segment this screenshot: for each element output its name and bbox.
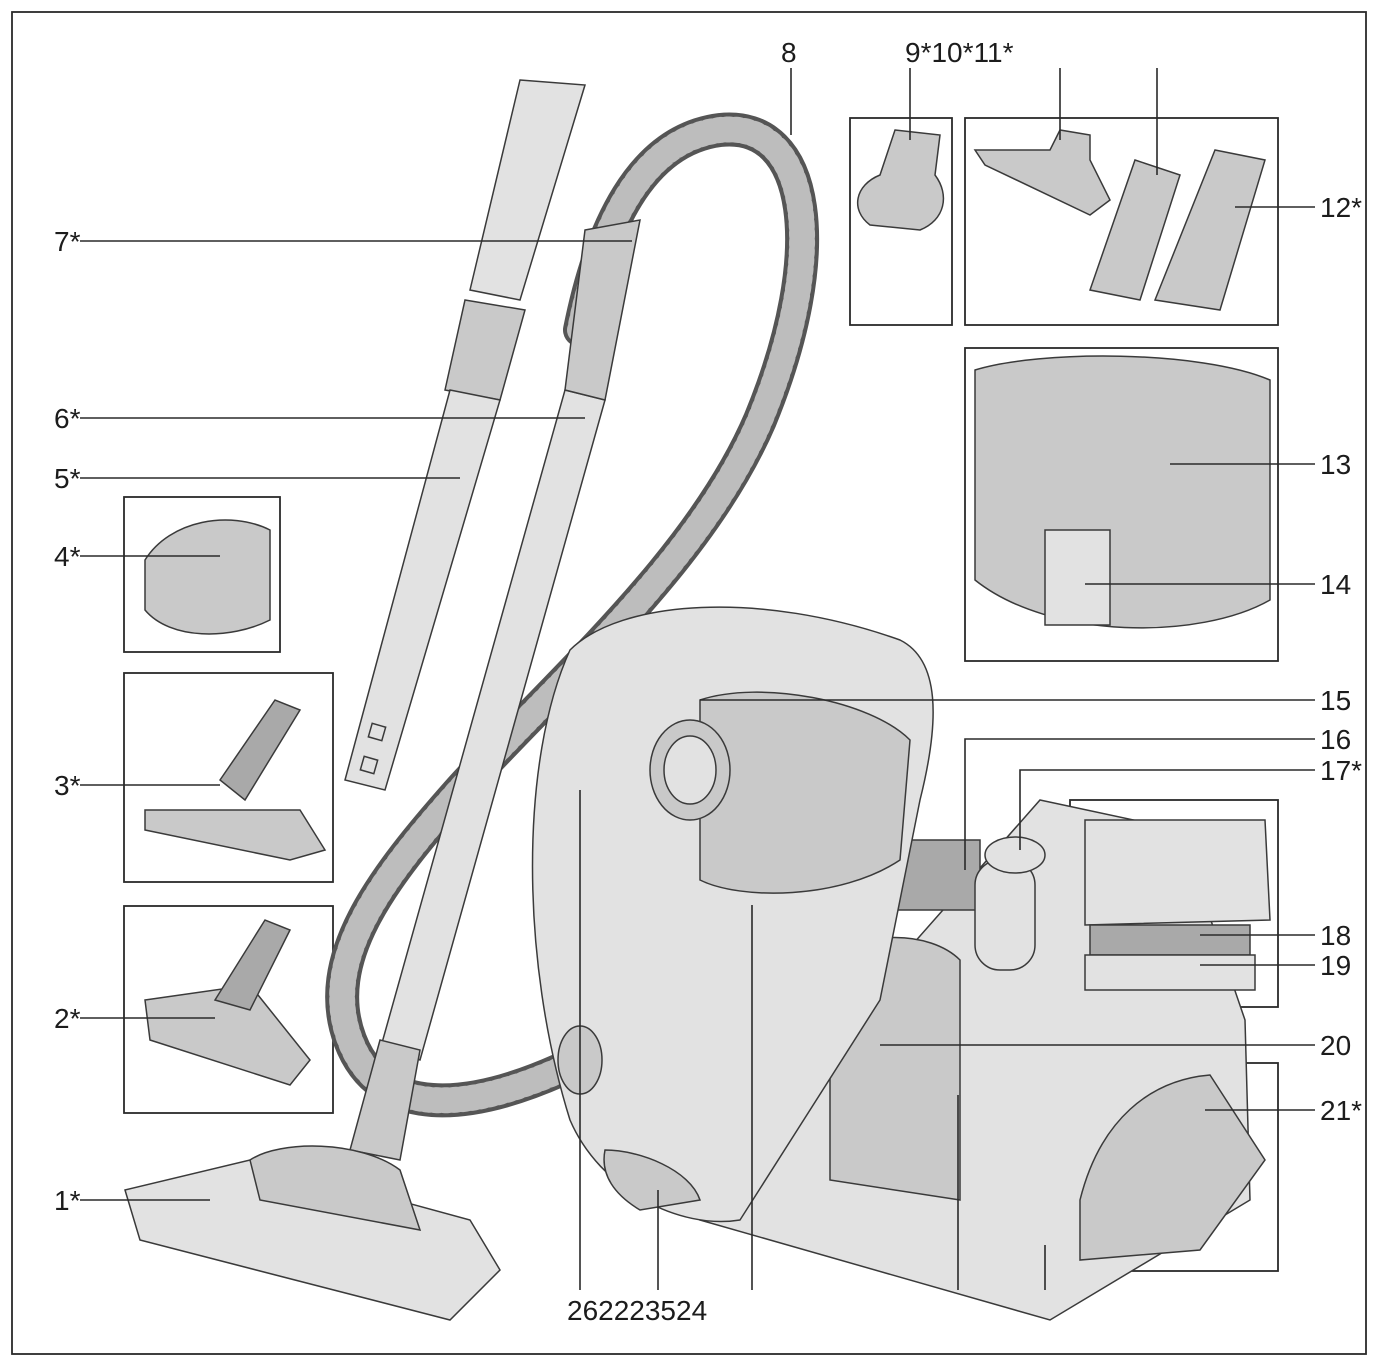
inset-box-13-14 xyxy=(964,347,1279,662)
accessory-illustrations xyxy=(144,129,1271,1261)
label-4: 4* xyxy=(54,541,81,572)
leader-lines xyxy=(80,68,1315,1290)
outer-frame xyxy=(11,11,1367,1355)
hose-illustration xyxy=(325,112,819,1118)
label-7: 7* xyxy=(54,226,81,257)
label-14: 14 xyxy=(1320,569,1351,600)
label-15: 15 xyxy=(1320,685,1351,716)
label-8: 8 xyxy=(781,37,797,68)
inset-box-4 xyxy=(123,496,281,653)
label-9-10-11: 9*10*11* xyxy=(905,37,1014,68)
label-18: 18 xyxy=(1320,920,1351,951)
label-1: 1* xyxy=(54,1185,81,1216)
inset-box-9 xyxy=(849,117,953,326)
label-6: 6* xyxy=(54,403,81,434)
label-17: 17* xyxy=(1320,755,1362,786)
label-20: 20 xyxy=(1320,1030,1351,1061)
label-21: 21* xyxy=(1320,1095,1362,1126)
label-5: 5* xyxy=(54,463,81,494)
inset-box-10-12 xyxy=(964,117,1279,326)
label-bottom: 262223524 xyxy=(567,1295,707,1326)
label-12: 12* xyxy=(1320,192,1362,223)
label-13: 13 xyxy=(1320,449,1351,480)
label-16: 16 xyxy=(1320,724,1351,755)
floor-nozzle-illustration xyxy=(124,1039,501,1321)
telescopic-tube-illustration xyxy=(344,79,586,791)
label-3: 3* xyxy=(54,770,81,801)
handle-tube-illustration xyxy=(379,219,641,1061)
label-2: 2* xyxy=(54,1003,81,1034)
label-19: 19 xyxy=(1320,950,1351,981)
inset-box-3 xyxy=(123,672,334,883)
